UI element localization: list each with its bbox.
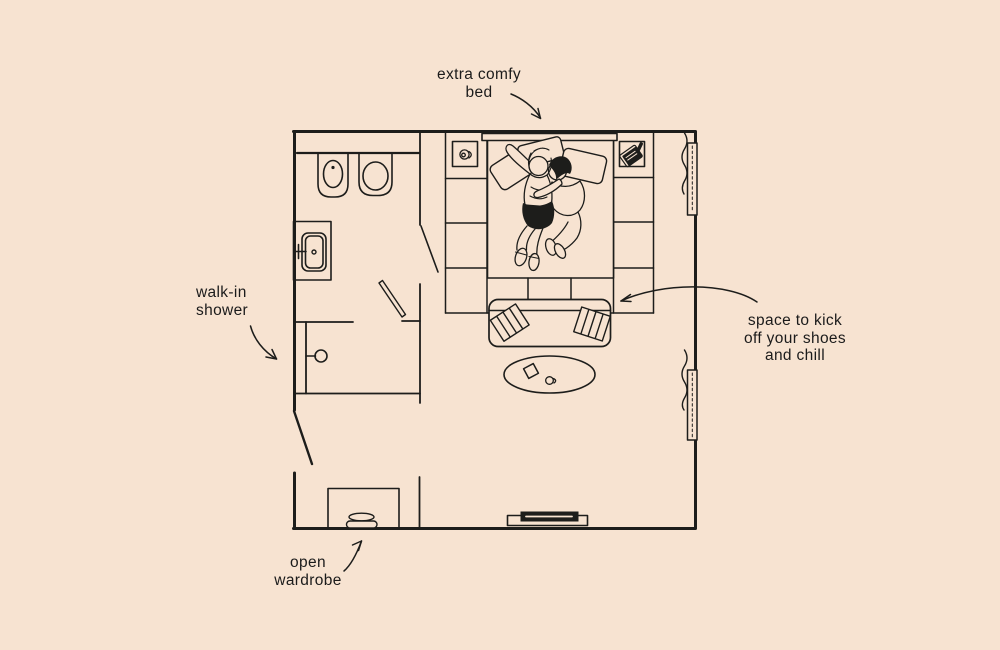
stool bbox=[345, 512, 378, 529]
light-hair bbox=[527, 147, 553, 176]
oval-rug bbox=[503, 355, 596, 394]
annotation-open-wardrobe: open wardrobe bbox=[274, 554, 342, 589]
bathroom-door bbox=[420, 225, 439, 273]
arrow-to-wardrobe bbox=[343, 540, 363, 572]
entry-door bbox=[292, 409, 314, 466]
coffee-cup-icon bbox=[459, 149, 472, 160]
foot-bench bbox=[488, 298, 612, 348]
nightstand-right bbox=[618, 140, 646, 168]
coaster-icon bbox=[522, 362, 540, 380]
wash-basin bbox=[292, 220, 332, 281]
annotation-walk-in-shower: walk-in shower bbox=[196, 284, 249, 319]
window-bottom bbox=[681, 349, 698, 441]
annotation-extra-comfy-bed: extra comfy bed bbox=[437, 66, 521, 101]
shower-head-icon bbox=[305, 349, 328, 363]
outer-walls bbox=[292, 130, 697, 530]
annotation-arrows bbox=[249, 93, 758, 572]
dark-hair bbox=[549, 156, 572, 180]
shower-door bbox=[378, 279, 407, 318]
mug-icon bbox=[545, 376, 557, 385]
pen-icon bbox=[636, 142, 643, 152]
toilet bbox=[358, 152, 393, 197]
arrow-to-shower bbox=[249, 325, 278, 360]
person-back bbox=[544, 156, 586, 259]
annotation-space-to-chill: space to kick off your shoes and chill bbox=[744, 312, 846, 364]
curtain-wave bbox=[681, 132, 688, 195]
striped-cushion bbox=[573, 306, 611, 342]
arrow-to-bed bbox=[510, 93, 542, 120]
dark-shorts bbox=[522, 201, 555, 230]
open-wardrobe bbox=[327, 487, 400, 529]
sliding-door bbox=[506, 511, 589, 527]
interior-walls bbox=[293, 130, 421, 529]
arm-over bbox=[533, 178, 563, 199]
nightstand-left bbox=[451, 140, 479, 168]
window-top bbox=[681, 132, 698, 216]
curtain-wave bbox=[681, 349, 688, 411]
striped-cushion bbox=[489, 303, 530, 342]
bidet bbox=[317, 152, 349, 198]
couple-cuddling bbox=[489, 136, 608, 272]
faucet-icon bbox=[293, 243, 307, 260]
arrow-to-bench bbox=[620, 286, 758, 303]
